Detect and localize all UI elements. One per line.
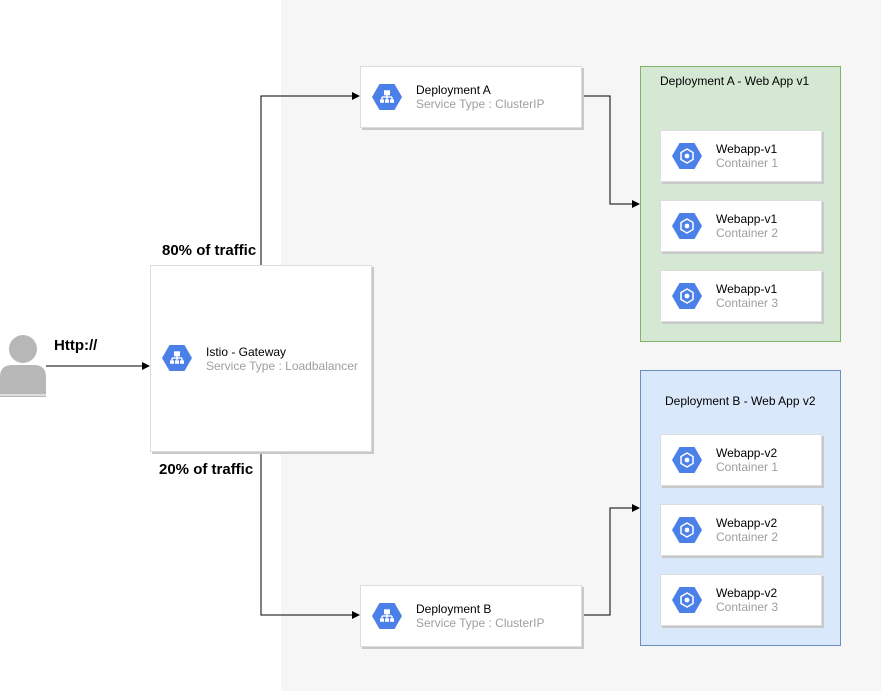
deployment-a-node[interactable]: Deployment A Service Type : ClusterIP: [360, 66, 582, 128]
gateway-title: Istio - Gateway: [206, 345, 287, 359]
container-name: Webapp-v2: [716, 516, 778, 530]
deployment-a-subtitle: Service Type : ClusterIP: [416, 97, 545, 111]
group-b-title: Deployment B - Web App v2: [665, 394, 816, 408]
container-engine-icon: [672, 517, 702, 543]
container-name: Webapp-v2: [716, 586, 778, 600]
container-label: Container 2: [716, 530, 779, 544]
gateway-to-deployment-a-connector: [260, 92, 360, 265]
container-engine-icon: [672, 283, 702, 309]
container-name: Webapp-v2: [716, 446, 778, 460]
container-engine-icon: [672, 587, 702, 613]
load-balancer-icon: [372, 84, 402, 110]
gateway-to-deployment-b-connector: [260, 451, 360, 619]
container-name: Webapp-v1: [716, 142, 778, 156]
container-card[interactable]: Webapp-v1 Container 2: [660, 200, 822, 252]
container-card[interactable]: Webapp-v1 Container 1: [660, 130, 822, 182]
traffic-bottom-label: 20% of traffic: [159, 461, 254, 478]
container-card[interactable]: Webapp-v2 Container 3: [660, 574, 822, 626]
container-card[interactable]: Webapp-v1 Container 3: [660, 270, 822, 322]
deployment-b-title: Deployment B: [416, 602, 492, 616]
gateway-subtitle: Service Type : Loadbalancer: [206, 359, 358, 373]
container-engine-icon: [672, 447, 702, 473]
deployment-b-subtitle: Service Type : ClusterIP: [416, 616, 545, 630]
traffic-top-label: 80% of traffic: [162, 242, 257, 259]
deployment-b-node[interactable]: Deployment B Service Type : ClusterIP: [360, 585, 582, 647]
deployment-b-to-group-b-connector: [582, 504, 640, 616]
container-label: Container 1: [716, 156, 779, 170]
container-label: Container 1: [716, 460, 779, 474]
user-icon: [0, 335, 46, 397]
container-label: Container 2: [716, 226, 779, 240]
protocol-label: Http://: [54, 337, 98, 354]
group-a-title: Deployment A - Web App v1: [660, 74, 810, 88]
istio-gateway-node[interactable]: Istio - Gateway Service Type : Loadbalan…: [150, 265, 372, 452]
container-card[interactable]: Webapp-v2 Container 1: [660, 434, 822, 486]
deployment-a-title: Deployment A: [416, 83, 491, 97]
container-engine-icon: [672, 143, 702, 169]
load-balancer-icon: [372, 603, 402, 629]
container-label: Container 3: [716, 296, 779, 310]
deployment-a-to-group-a-connector: [582, 95, 640, 208]
container-engine-icon: [672, 213, 702, 239]
container-name: Webapp-v1: [716, 212, 778, 226]
container-label: Container 3: [716, 600, 779, 614]
container-card[interactable]: Webapp-v2 Container 2: [660, 504, 822, 556]
container-name: Webapp-v1: [716, 282, 778, 296]
load-balancer-icon: [162, 345, 192, 371]
